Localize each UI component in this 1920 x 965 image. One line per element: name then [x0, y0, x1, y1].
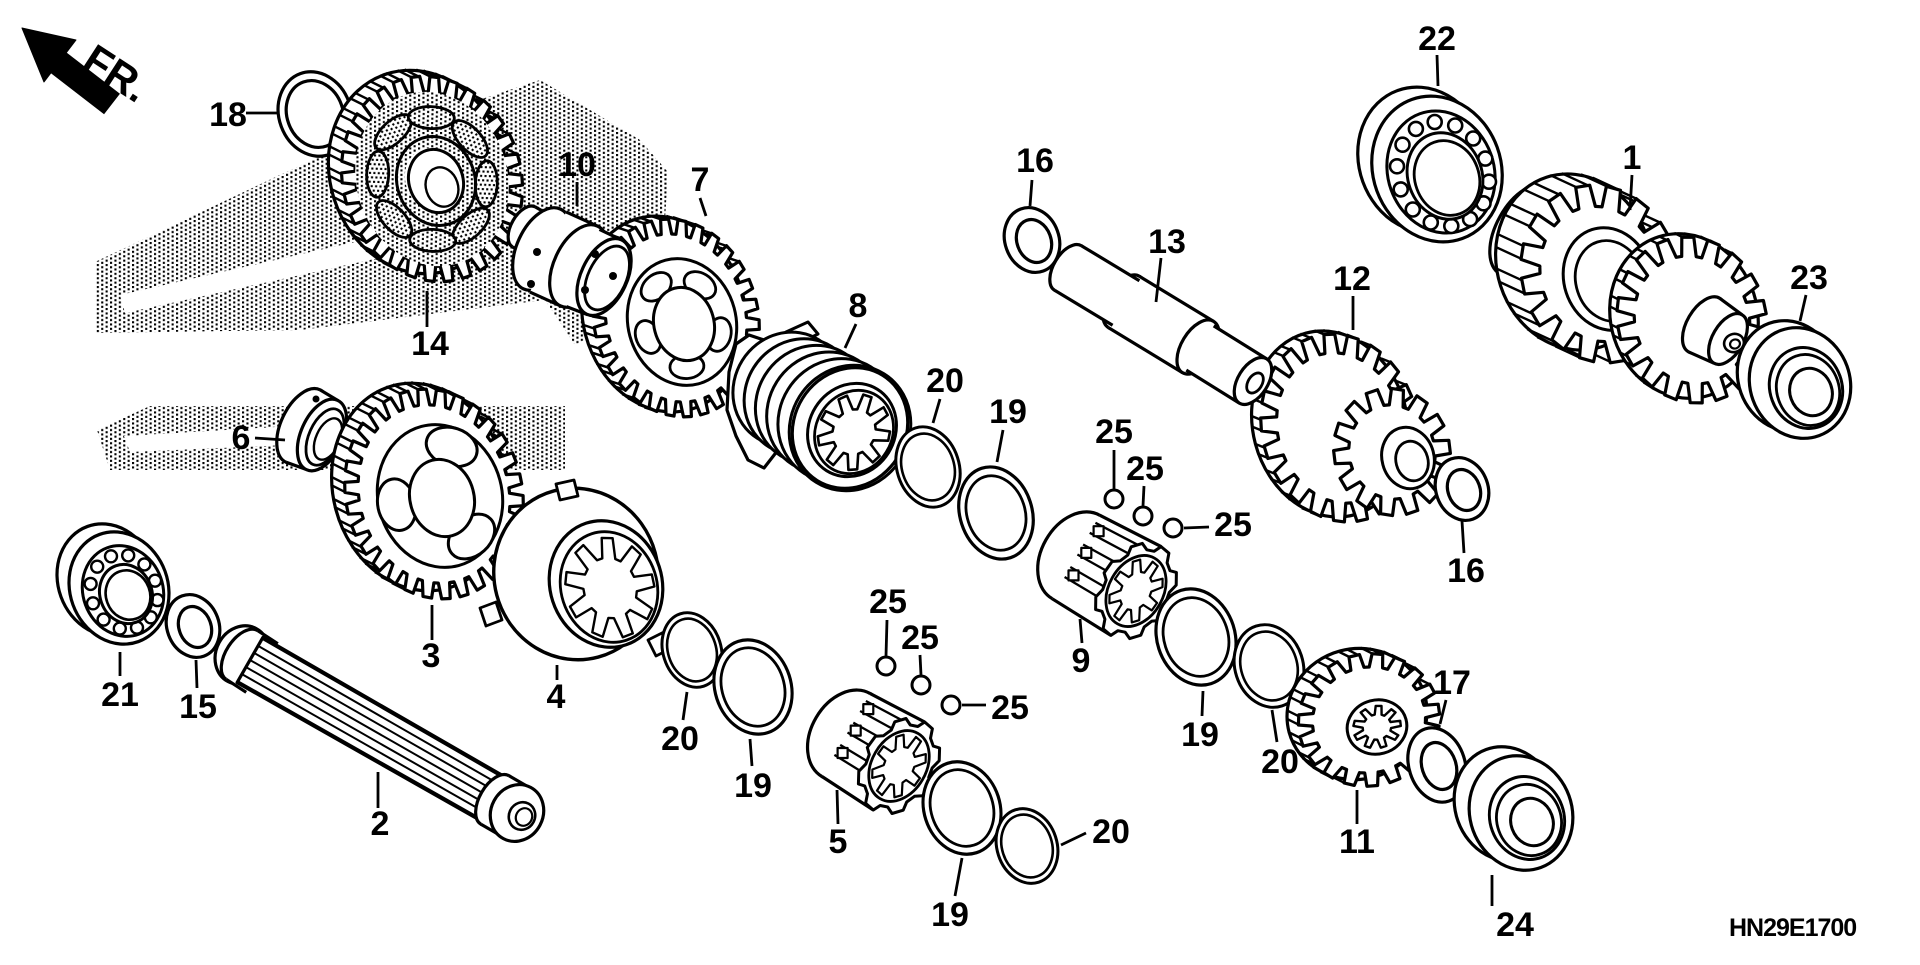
svg-text:19: 19: [931, 896, 969, 934]
svg-text:13: 13: [1148, 223, 1186, 261]
svg-text:18: 18: [209, 96, 247, 134]
svg-text:25: 25: [1126, 450, 1164, 488]
svg-text:20: 20: [1092, 813, 1130, 851]
svg-text:HN29E1700: HN29E1700: [1729, 914, 1856, 942]
svg-text:19: 19: [734, 767, 772, 805]
svg-text:1: 1: [1623, 139, 1642, 177]
svg-text:24: 24: [1496, 906, 1534, 944]
svg-text:21: 21: [101, 676, 139, 714]
svg-text:25: 25: [991, 689, 1029, 727]
svg-text:20: 20: [1261, 743, 1299, 781]
svg-text:7: 7: [691, 161, 710, 199]
svg-text:19: 19: [1181, 716, 1219, 754]
svg-text:5: 5: [829, 823, 848, 861]
svg-text:8: 8: [849, 287, 868, 325]
svg-text:10: 10: [558, 146, 596, 184]
svg-text:25: 25: [1214, 506, 1252, 544]
svg-text:19: 19: [989, 393, 1027, 431]
svg-text:16: 16: [1016, 142, 1054, 180]
svg-text:16: 16: [1447, 552, 1485, 590]
svg-text:11: 11: [1339, 823, 1375, 861]
svg-text:15: 15: [179, 688, 217, 726]
svg-text:4: 4: [547, 678, 566, 716]
svg-text:23: 23: [1790, 259, 1828, 297]
svg-text:25: 25: [869, 583, 907, 621]
svg-text:22: 22: [1418, 20, 1456, 58]
svg-text:14: 14: [411, 325, 449, 363]
svg-text:20: 20: [926, 362, 964, 400]
svg-text:6: 6: [232, 419, 251, 457]
svg-text:12: 12: [1333, 260, 1371, 298]
svg-text:20: 20: [661, 720, 699, 758]
svg-text:17: 17: [1433, 664, 1471, 702]
svg-text:25: 25: [901, 619, 939, 657]
svg-text:3: 3: [422, 637, 441, 675]
svg-text:2: 2: [371, 805, 390, 843]
svg-text:25: 25: [1095, 413, 1133, 451]
svg-text:9: 9: [1072, 642, 1091, 680]
